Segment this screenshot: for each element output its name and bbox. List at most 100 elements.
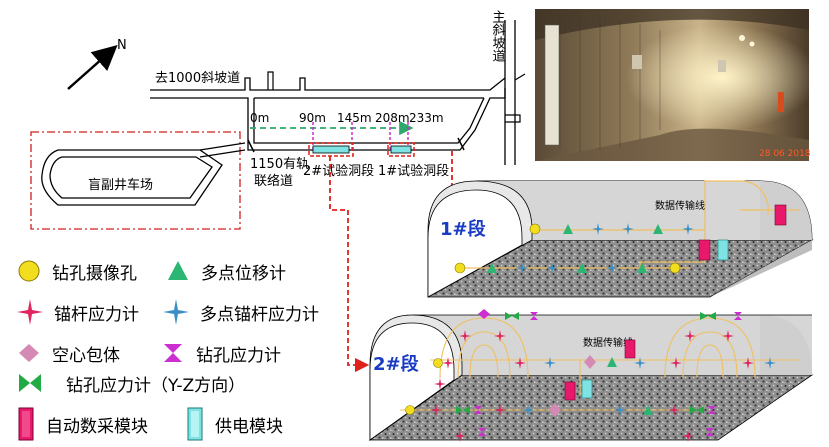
legend-multi-bolt-label: 多点锚杆应力计 [200,304,319,325]
section1-label: 1#试验洞段 [378,163,449,179]
legend-borehole-row: 钻孔应力计 [160,340,281,366]
yz-stress-marker [700,312,716,320]
displacement-marker [653,224,663,234]
borehole-stress-marker [478,309,490,319]
legend-power-row: 供电模块 [185,406,283,442]
connector-section2 [329,156,370,373]
multi-bolt-marker [516,262,528,274]
displacement-marker [563,224,573,234]
multi-bolt-marker [592,223,604,235]
yz-stress-icon [19,374,41,392]
legend-yz-label: 钻孔应力计（Y-Z方向） [66,375,246,396]
camera-hole-marker [669,262,681,274]
photo-sign [544,24,560,146]
bolt-stress-marker [494,404,506,416]
legend-power-label: 供电模块 [215,416,283,437]
bolt-stress-marker [434,378,446,390]
rail-link-label-2: 联络道 [254,173,293,189]
tunnel2-lower-instruments [405,378,716,442]
acquisition-module [624,339,636,359]
bolt-stress-marker [684,330,696,342]
bolt-stress-marker [670,357,682,369]
distance-233: 233m [409,111,444,125]
power-module-icon [187,407,203,441]
tunnel1-lower-instruments [454,262,681,274]
multi-bolt-marker [606,262,618,274]
multi-bolt-marker [546,262,558,274]
borehole-stress-marker [734,312,742,320]
power-module [581,379,593,399]
bolt-stress-marker [682,430,694,442]
multi-bolt-marker [544,357,556,369]
distance-208: 208m [375,111,410,125]
displacement-marker [637,263,647,273]
acquisition-module [774,204,787,226]
blind-shaft-yard-boundary [30,131,241,230]
tunnel1-upper-instruments [529,204,787,261]
acquisition-module [698,239,711,261]
hollow-inclusion-icon [19,344,39,362]
north-label: N [117,38,127,53]
power-module [717,239,729,261]
borehole-stress-marker [478,428,486,436]
photo-date: 28 06 2018 [759,149,811,159]
displacement-marker [487,263,497,273]
section2-box [308,142,354,157]
multi-bolt-marker [682,223,694,235]
main-ramp-label: 主斜坡道 [490,10,506,62]
tunnel-photo: 28 06 2018 [535,9,811,161]
displacement-marker [577,263,587,273]
camera-hole-marker [529,223,541,235]
borehole-stress-marker [708,406,716,414]
blind-shaft-yard-label: 盲副井车场 [88,177,153,193]
camera-hole-icon [18,260,40,282]
legend-multi-bolt-row: 多点锚杆应力计 [162,298,319,326]
bolt-stress-marker [494,330,506,342]
legend-bolt-row: 锚杆应力计 [16,298,139,326]
camera-hole-marker [433,358,443,368]
distance-0: 0m [250,111,269,125]
borehole-stress-icon [164,344,182,362]
multi-bolt-marker [622,223,634,235]
mine-map: N 盲副井车场 0m 90m 145m 208m [30,10,526,373]
yz-stress-marker [456,406,470,414]
camera-hole-marker [454,262,466,274]
tunnel2-portal [369,322,455,441]
legend-yz-row: 钻孔应力计（Y-Z方向） [16,370,245,396]
multi-bolt-marker [764,357,776,369]
multi-bolt-icon [163,299,189,325]
distance-90: 90m [299,111,326,125]
displacement-marker [643,405,653,415]
hollow-inclusion-marker [549,403,561,417]
borehole-stress-marker [530,312,538,320]
bolt-stress-marker [430,404,442,416]
tunnel2-upper-instruments [433,309,776,401]
tunnel1-portal [427,189,523,298]
multi-bolt-marker [614,404,626,416]
legend-camera-label: 钻孔摄像孔 [52,263,137,284]
tunnel2-cable-label: 数据传输线 [583,336,633,349]
legend-module-row: 自动数采模块 [16,406,148,442]
bolt-stress-marker [442,357,454,369]
legend-bolt-label: 锚杆应力计 [54,304,139,325]
bolt-stress-marker [454,430,466,442]
to-ramp-1000-label: 去1000斜坡道 [155,71,240,86]
displacement-marker [607,357,617,367]
bolt-stress-marker [514,357,526,369]
legend-camera-row: 钻孔摄像孔 [16,258,137,284]
multi-bolt-marker [522,404,534,416]
section1-box [387,142,415,157]
acquisition-module-icon [18,407,34,441]
legend-borehole-label: 钻孔应力计 [196,345,281,366]
tunnel2-label: 2#段 [373,353,420,375]
bolt-stress-marker [668,404,680,416]
section2-label: 2#试验洞段 [303,163,374,179]
legend-hollow-label: 空心包体 [52,345,120,366]
legend-module-label: 自动数采模块 [46,416,148,437]
bolt-stress-icon [17,299,43,325]
bolt-stress-marker [742,357,754,369]
distance-labels: 0m 90m 145m 208m 233m [250,111,444,125]
multi-bolt-marker [634,357,646,369]
displacement-icon [168,261,188,280]
